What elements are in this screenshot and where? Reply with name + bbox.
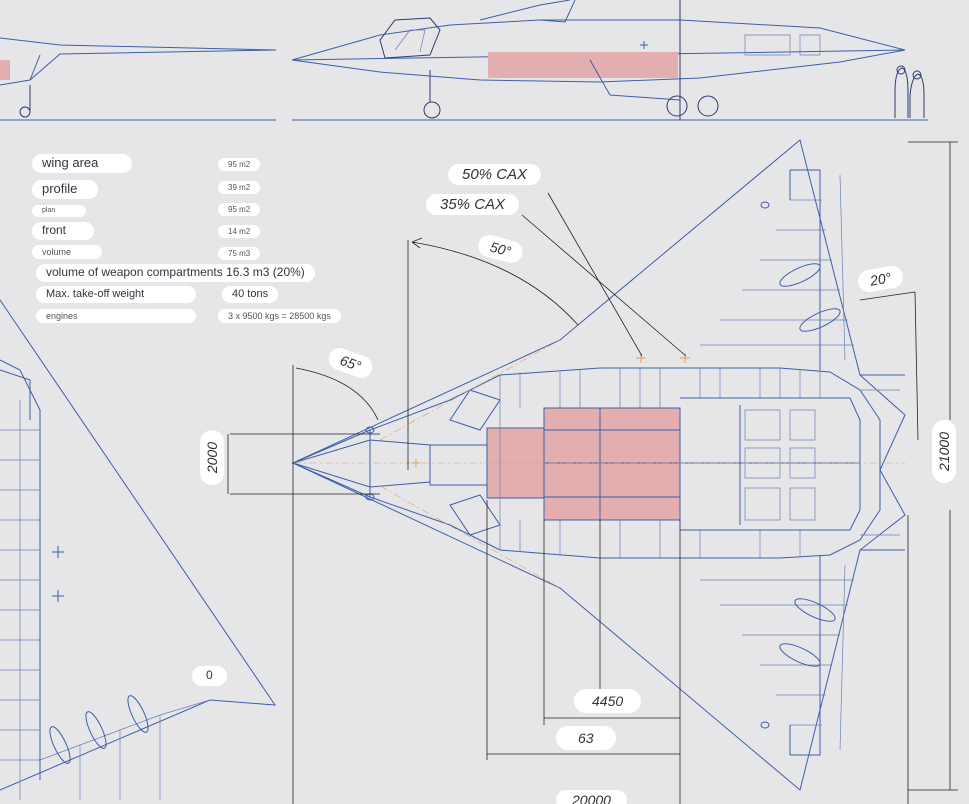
spec-engines-value: 3 x 9500 kgs = 28500 kgs	[218, 309, 341, 324]
label-dim-21000: 21000	[932, 420, 957, 483]
spec-weapon-volume: volume of weapon compartments 16.3 m3 (2…	[36, 264, 315, 282]
spec-profile-value: 39 m2	[218, 181, 261, 195]
label-zero: 0	[192, 666, 227, 686]
spec-plan-label: plan	[32, 205, 86, 218]
spec-profile-label: profile	[32, 180, 98, 199]
label-dim-4450: 4450	[574, 689, 642, 714]
engine-nacelles	[744, 409, 816, 521]
spec-front-value: 14 m2	[218, 225, 261, 239]
weapon-bay-side	[488, 52, 678, 78]
label-cax-35: 35% CAX	[426, 194, 520, 216]
spec-wing-area-value: 95 m2	[218, 158, 261, 172]
dimension-lines	[227, 141, 958, 804]
bay-section	[0, 60, 10, 80]
weapon-bay-main	[544, 408, 680, 520]
spec-takeoff-label: Max. take-off weight	[36, 286, 196, 303]
label-cax-50: 50% CAX	[448, 164, 542, 186]
human-figures	[894, 65, 925, 118]
plan-view	[291, 139, 906, 791]
label-dim-2000: 2000	[200, 430, 225, 486]
spec-plan-value: 95 m2	[218, 203, 261, 217]
front-view-wing	[0, 299, 276, 800]
label-dim-bottom: 20000	[556, 790, 627, 804]
spec-volume-label: volume	[32, 245, 102, 260]
label-dim-63: 63	[556, 726, 616, 751]
side-view-left	[0, 37, 277, 121]
spec-engines-label: engines	[36, 309, 196, 324]
spec-front-label: front	[32, 222, 94, 240]
side-view-right	[291, 0, 928, 121]
spec-volume-value: 75 m3	[218, 247, 261, 261]
spec-wing-area-label: wing area	[32, 154, 132, 173]
spec-takeoff-value: 40 tons	[222, 286, 279, 303]
